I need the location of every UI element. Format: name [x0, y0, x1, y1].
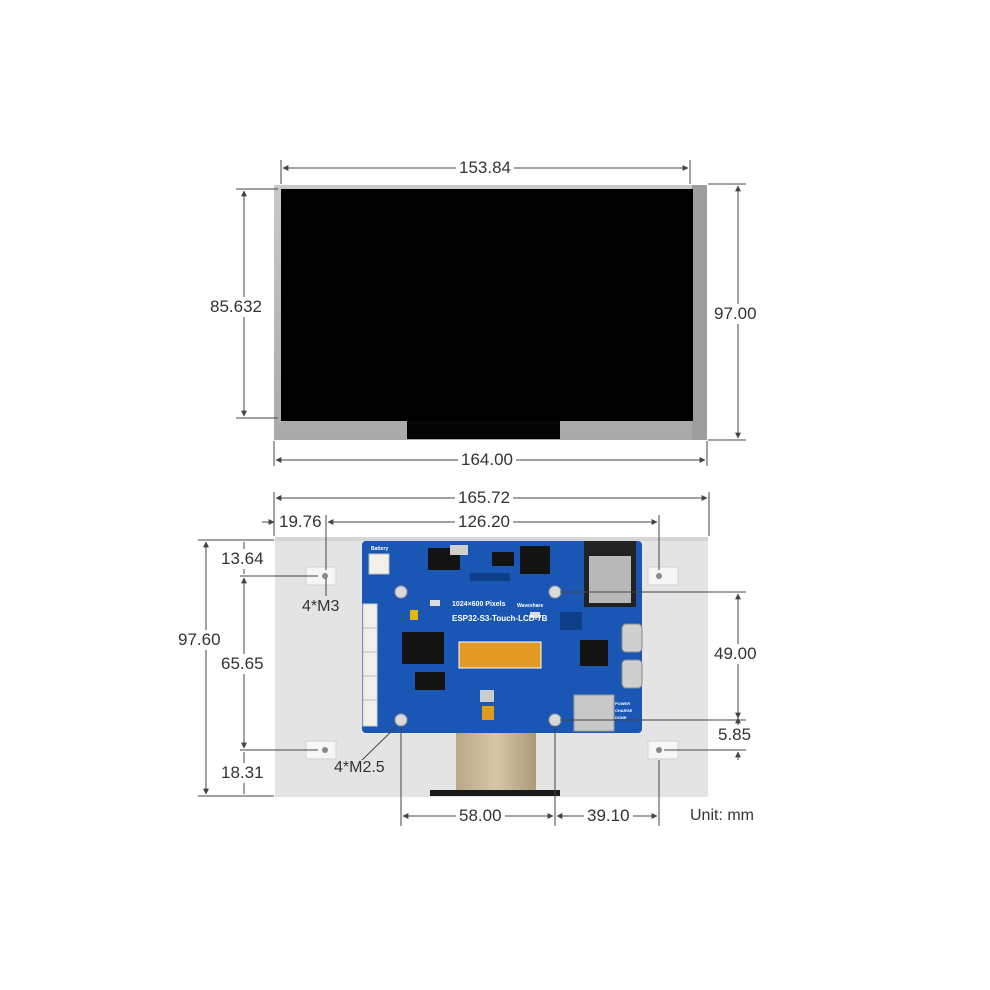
dim-back-m25-horizontal: 58.00: [456, 806, 505, 826]
m25-screw-top-left: [394, 585, 408, 599]
dim-back-m25-right-offset: 39.10: [584, 806, 633, 826]
dim-front-top-width: 153.84: [456, 158, 514, 178]
pcb-board: [362, 541, 643, 733]
m25-screw-bottom-right: [548, 713, 562, 727]
lcd-screen: [281, 189, 693, 421]
dim-back-m3-vertical: 65.65: [218, 654, 267, 674]
pcb-battery-label: Battery: [371, 546, 389, 552]
m25-screw-bottom-left: [394, 713, 408, 727]
dim-back-m25-bottom-offset: 5.85: [715, 725, 755, 745]
dim-back-m25-vertical: 49.00: [711, 644, 760, 664]
dim-front-left-height: 85.632: [207, 297, 265, 317]
pcb-resolution-label: 1024×600 Pixels: [452, 601, 506, 608]
dim-front-bottom-width: 164.00: [458, 450, 516, 470]
label-m3-holes: 4*M3: [302, 598, 340, 615]
front-lcd-panel: [274, 185, 707, 440]
dim-back-hole-spacing: 126.20: [455, 512, 513, 532]
pcb-led-done: DONE: [615, 715, 627, 720]
usb-c-port-1: [621, 623, 643, 653]
fpc-ribbon: [456, 733, 536, 791]
dim-back-overall-width: 165.72: [455, 488, 513, 508]
lcd-connector: [458, 641, 542, 669]
m25-screw-top-right: [548, 585, 562, 599]
battery-connector: [368, 553, 390, 575]
dim-back-left-offset: 19.76: [276, 512, 325, 532]
pcb-led-power: POWER: [615, 701, 631, 706]
label-m25-holes: 4*M2.5: [334, 759, 385, 776]
pcb-brand-label: Waveshare: [517, 603, 544, 609]
pcb-model-label: ESP32-S3-Touch-LCD-7B: [452, 614, 548, 623]
m3-hole-top-right: [647, 566, 679, 586]
usb-c-port-2: [621, 659, 643, 689]
dim-back-overall-height: 97.60: [175, 630, 224, 650]
fpc-connector-front: [407, 421, 560, 439]
label-unit: Unit: mm: [690, 807, 754, 824]
pcb-led-charge: CHARGE: [615, 708, 633, 713]
sd-card-slot: [573, 694, 615, 732]
dim-back-bottom-offset: 18.31: [218, 763, 267, 783]
side-connectors: [362, 603, 378, 727]
dim-back-top-offset: 13.64: [218, 549, 267, 569]
dim-front-right-height: 97.00: [711, 304, 760, 324]
